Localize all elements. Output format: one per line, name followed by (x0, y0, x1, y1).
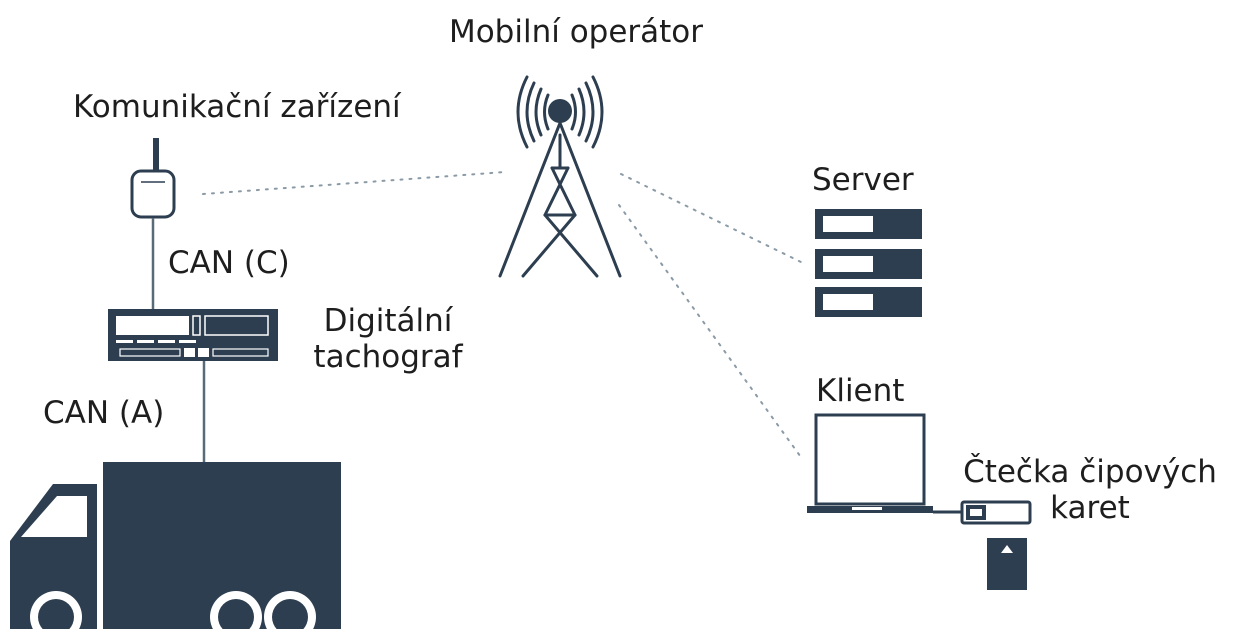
wireless-links (202, 171, 804, 461)
chip-card-icon (987, 538, 1027, 590)
link-tower-server (620, 173, 804, 264)
card-reader-label: Čtečka čipových karet (963, 454, 1217, 526)
communication-device-label: Komunikační zařízení (73, 89, 401, 125)
can-c-label: CAN (C) (168, 245, 290, 281)
card-reader-icon (960, 500, 1032, 525)
laptop-icon (807, 413, 933, 513)
server-label: Server (812, 162, 914, 198)
client-label: Klient (816, 373, 905, 409)
cell-tower-icon (498, 75, 622, 278)
can-a-label: CAN (A) (43, 395, 165, 431)
link-tower-client (618, 204, 804, 461)
mobile-operator-label: Mobilní operátor (448, 14, 704, 50)
link-device-tower (202, 171, 506, 195)
communication-device-icon (130, 138, 176, 219)
tachograph-label: Digitální tachograf (313, 303, 463, 375)
truck-icon (10, 462, 341, 629)
tachograph-icon (108, 309, 278, 361)
server-icon (815, 209, 922, 317)
